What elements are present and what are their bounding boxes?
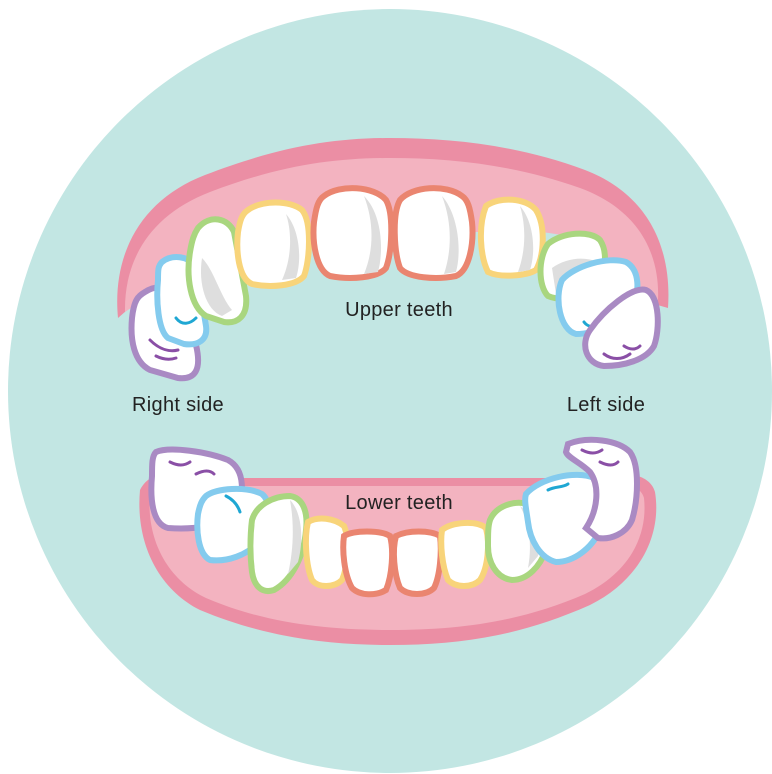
background-circle: [8, 9, 772, 773]
lower-teeth-label: Lower teeth: [345, 492, 453, 514]
upper-left-lateral-incisor: [481, 200, 543, 276]
lower-left-central-incisor: [394, 532, 441, 595]
left-side-label: Left side: [567, 394, 645, 416]
lower-right-central-incisor: [343, 532, 392, 595]
lower-left-lateral-incisor: [441, 523, 488, 586]
upper-right-central-incisor: [314, 188, 392, 278]
upper-right-lateral-incisor: [237, 203, 309, 286]
right-side-label: Right side: [132, 394, 224, 416]
upper-left-central-incisor: [395, 188, 473, 278]
upper-teeth-label: Upper teeth: [345, 299, 453, 321]
